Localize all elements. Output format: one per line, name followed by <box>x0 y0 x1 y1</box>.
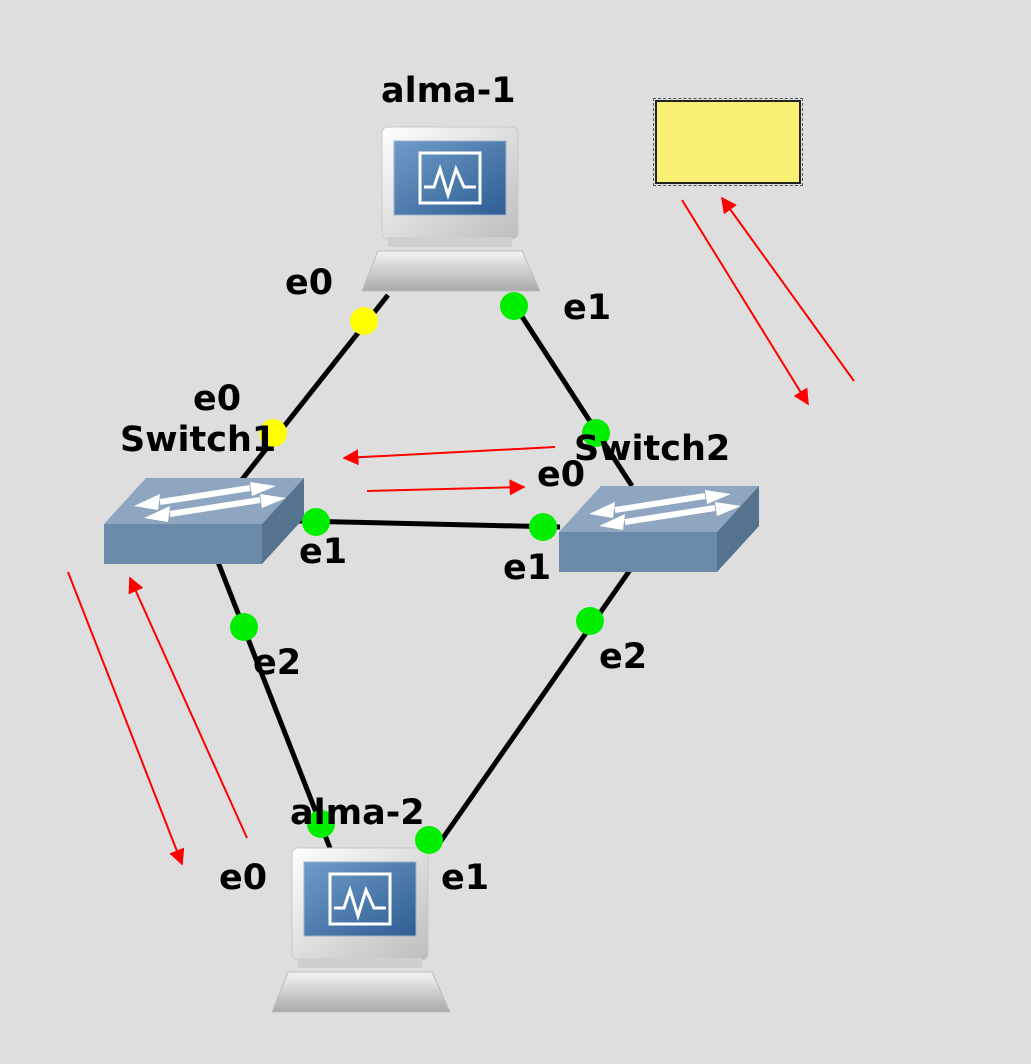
switch1-icon[interactable] <box>100 474 310 570</box>
red-arrow[interactable] <box>721 196 855 382</box>
port-label-alma1-e0: e0 <box>285 263 334 303</box>
alma2-computer-icon[interactable] <box>270 846 454 1016</box>
port-label-switch2-e1: e1 <box>503 548 552 588</box>
red-arrow[interactable] <box>681 199 809 406</box>
port-label-switch1-e1: e1 <box>299 532 348 572</box>
port-label-alma1-e1: e1 <box>563 288 612 328</box>
port-switch1-e1-dot[interactable] <box>302 508 330 536</box>
link-switch1-alma2[interactable] <box>215 561 333 849</box>
port-label-alma2-e0: e0 <box>219 858 268 898</box>
node-label-switch2[interactable]: Switch2 <box>574 429 731 469</box>
port-switch2-e0-dot[interactable] <box>582 419 610 447</box>
red-arrow[interactable] <box>128 576 248 839</box>
note-rectangle[interactable] <box>653 98 803 186</box>
node-label-alma2[interactable]: alma-2 <box>290 793 425 833</box>
link-alma1-switch2[interactable] <box>505 293 635 488</box>
port-alma2-e1-dot[interactable] <box>415 826 443 854</box>
switch2-icon[interactable] <box>555 482 765 578</box>
port-label-switch2-e2: e2 <box>599 637 648 677</box>
port-switch2-e2-dot[interactable] <box>576 607 604 635</box>
node-label-alma1[interactable]: alma-1 <box>381 71 516 111</box>
red-arrow[interactable] <box>67 571 185 866</box>
port-alma2-e0-dot[interactable] <box>307 810 335 838</box>
link-switch1-switch2[interactable] <box>297 518 561 530</box>
port-label-alma2-e1: e1 <box>441 858 490 898</box>
port-label-switch1-e0: e0 <box>193 379 242 419</box>
port-label-switch1-e2: e2 <box>253 643 302 683</box>
port-label-switch2-e0: e0 <box>537 455 586 495</box>
port-switch2-e1-dot[interactable] <box>529 513 557 541</box>
port-switch1-e0-dot[interactable] <box>259 419 287 447</box>
alma1-computer-icon[interactable] <box>360 125 544 295</box>
port-alma1-e0-dot[interactable] <box>350 307 378 335</box>
red-arrow[interactable] <box>342 446 556 466</box>
port-switch1-e2-dot[interactable] <box>230 613 258 641</box>
red-arrow[interactable] <box>366 479 526 496</box>
node-label-switch1[interactable]: Switch1 <box>120 420 277 460</box>
port-alma1-e1-dot[interactable] <box>500 292 528 320</box>
